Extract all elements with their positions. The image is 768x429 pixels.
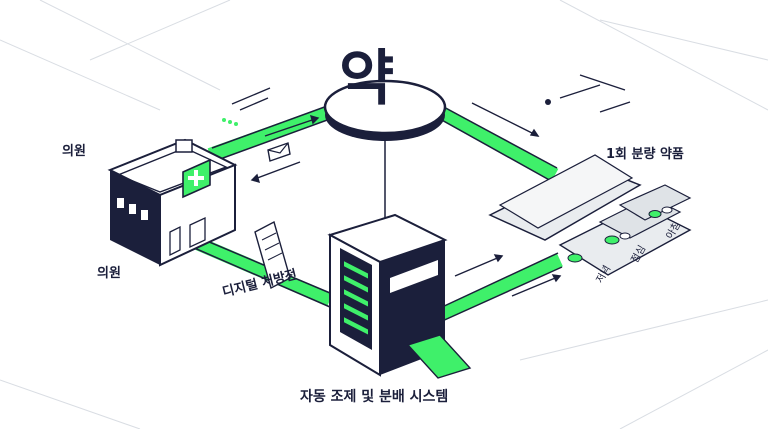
clinic-label-top: 의원 [62, 144, 86, 159]
pharmacy-node [323, 79, 447, 218]
flow-paths [187, 105, 563, 322]
medical-cross-icon [182, 158, 211, 199]
path-center-to-packets [436, 105, 559, 182]
path-clinic-to-machine [187, 233, 333, 307]
dispensing-system-label: 자동 조제 및 분배 시스템 [300, 389, 449, 405]
pharmacy-symbol: 약 [339, 44, 394, 114]
hospital-building-icon [107, 138, 238, 267]
single-dose-label: 1회 분량 약품 [606, 147, 684, 162]
clinic-label-bottom: 의원 [97, 266, 121, 281]
dispensing-machine-icon [327, 213, 472, 379]
speed-lines-icon [231, 74, 631, 113]
dot [545, 99, 551, 105]
path-clinic-to-center [207, 105, 333, 162]
green-dots [222, 118, 238, 126]
flow-path-outlines [187, 104, 563, 323]
path-machine-to-packets [437, 253, 563, 322]
arrows [250, 102, 562, 297]
pill-packet-icon [488, 154, 692, 276]
envelope-icon [267, 142, 291, 162]
document-icon [254, 220, 291, 290]
